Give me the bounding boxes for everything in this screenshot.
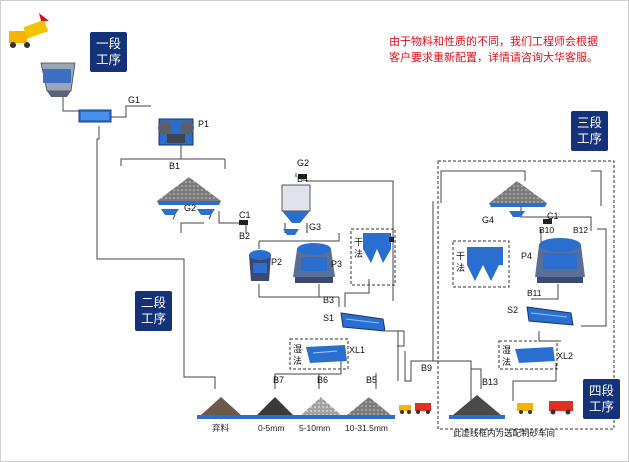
silo-b4-icon (281, 184, 311, 233)
feeder-hopper-icon (40, 62, 76, 97)
label-xl2: XL2 (557, 351, 573, 361)
method-wet-1-a: 湿 (293, 344, 302, 354)
flow-lines (62, 94, 607, 409)
stage-1-line2: 工序 (96, 53, 122, 67)
stage-1-box: 一段 工序 (90, 32, 128, 72)
stage-4-line2: 工序 (589, 400, 615, 414)
stage-3-line1: 三段 (577, 116, 603, 130)
label-b13: B13 (482, 377, 498, 387)
loader-truck-icon-2 (517, 401, 573, 415)
dust-collector-2-icon (467, 247, 503, 281)
label-g2: G2 (184, 203, 196, 213)
vibrating-screen-s1-icon (340, 312, 386, 332)
label-p4: P4 (521, 251, 532, 261)
label-g2-upper: G2 (297, 158, 309, 168)
method-wet-1-b: 法 (293, 355, 302, 366)
optional-workshop-frame (437, 160, 615, 430)
stage-4-box: 四段 工序 (583, 379, 621, 419)
label-b12: B12 (573, 225, 588, 235)
node-labels: G1 P1 B1 G2 C1 B2 G2 B4 G3 P2 P3 B3 S1 X… (128, 95, 588, 433)
label-b2: B2 (239, 231, 250, 241)
dust-collector-1-icon (363, 233, 391, 263)
product-pile-waste (201, 397, 241, 415)
vibrating-feeder-g1-icon (78, 109, 112, 123)
config-note: 由于物料和性质的不同，我们工程师会根据 客户要求重新配置，详情请咨询大华客服。 (389, 34, 625, 66)
label-p2: P2 (271, 257, 282, 267)
stage-2-box: 二段 工序 (135, 291, 173, 331)
vibrating-screen-s2-icon (526, 306, 574, 326)
feeder-g2-icon (161, 209, 215, 220)
stage-2-line2: 工序 (141, 312, 167, 326)
workshop-caption: 此虚线框内为选配制砂车间 (453, 428, 556, 438)
belt-markers (239, 174, 552, 242)
label-b3: B3 (323, 295, 334, 305)
sand-maker-p4-icon (535, 238, 585, 283)
method-wet-2-b: 法 (502, 356, 511, 367)
method-dry-2-a: 干 (456, 251, 465, 261)
label-s1: S1 (323, 313, 334, 323)
config-note-line1: 由于物料和性质的不同，我们工程师会根据 (389, 36, 598, 48)
cone-crusher-p3-icon (293, 243, 335, 283)
label-s2: S2 (507, 305, 518, 315)
method-dry-2-b: 法 (456, 262, 465, 273)
label-g1: G1 (128, 95, 140, 105)
label-b5: B5 (366, 375, 377, 385)
stage-4-line1: 四段 (589, 384, 615, 398)
method-wet-2-a: 湿 (502, 345, 511, 355)
sand-washer-xl2-icon (515, 347, 555, 363)
jaw-crusher-p1-icon (158, 118, 194, 146)
label-g3: G3 (309, 222, 321, 232)
config-note-line2: 客户要求重新配置，详情请咨询大华客服。 (389, 52, 598, 64)
label-b10: B10 (539, 225, 554, 235)
label-c1-2: C1 (547, 211, 559, 221)
label-b4: B4 (297, 174, 308, 184)
product-pile-sand (453, 395, 501, 415)
dry-method-box-2 (452, 240, 510, 288)
stage-1-line1: 一段 (96, 37, 122, 51)
method-dry-1-b: 法 (354, 248, 363, 259)
product-label-waste: 弃料 (212, 423, 230, 433)
product-pile-5-10 (301, 397, 341, 415)
stage-3-box: 三段 工序 (571, 111, 609, 151)
product-label-5-10: 5-10mm (299, 423, 330, 433)
wet-method-box (289, 338, 349, 370)
label-b7: B7 (273, 375, 284, 385)
label-xl1: XL1 (349, 345, 365, 355)
stage-2-line1: 二段 (141, 296, 167, 310)
cone-crusher-p2-icon (249, 250, 271, 281)
label-g4: G4 (482, 215, 494, 225)
stage-3-line2: 工序 (577, 132, 603, 146)
method-dry-1-a: 干 (354, 237, 363, 247)
label-b9: B9 (421, 363, 432, 373)
product-pile-0-5 (257, 397, 293, 415)
label-p1: P1 (198, 119, 209, 129)
sand-washer-xl1-icon (306, 345, 347, 363)
label-b6: B6 (317, 375, 328, 385)
product-piles (197, 395, 505, 419)
stockpile-b1-icon (157, 177, 221, 205)
stockpile-g4-icon (489, 181, 547, 217)
wet-method-box-2 (498, 340, 558, 370)
label-b1: B1 (169, 161, 180, 171)
label-c1: C1 (239, 210, 251, 220)
label-b11: B11 (527, 288, 542, 298)
label-p3: P3 (331, 259, 342, 269)
product-label-10-31: 10-31.5mm (345, 423, 388, 433)
dry-method-box (350, 228, 396, 286)
dump-truck-icon (9, 13, 49, 48)
loader-truck-icon (399, 403, 431, 414)
product-pile-10-31 (347, 397, 391, 415)
feeder-g3-icon (283, 229, 299, 235)
product-label-0-5: 0-5mm (258, 423, 284, 433)
